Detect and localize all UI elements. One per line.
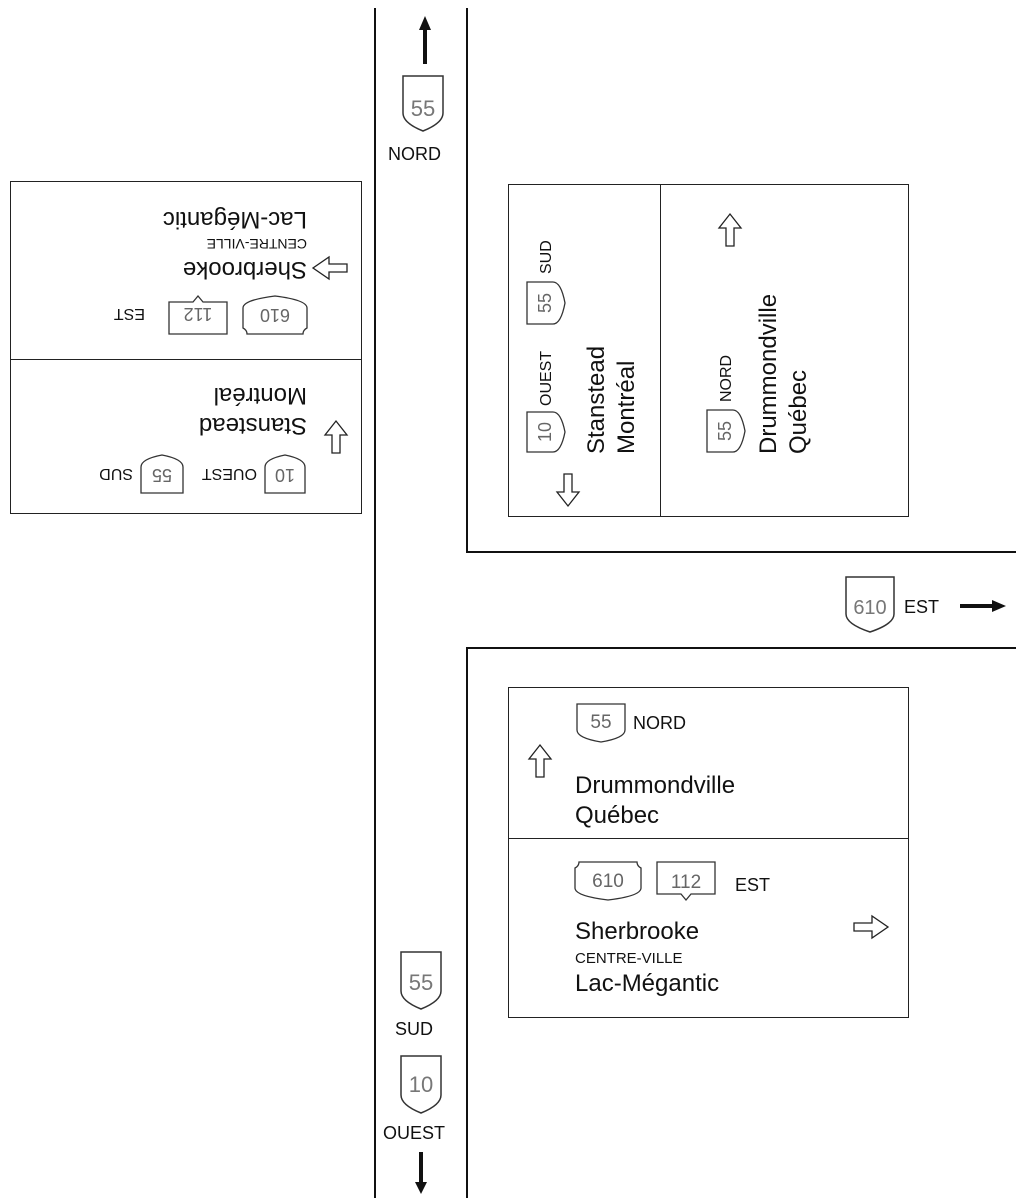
route-610-east-shield-icon xyxy=(845,576,895,633)
destination-centre-ville: CENTRE-VILLE xyxy=(575,950,683,967)
sign-section-stanstead: 10 OUEST 55 SUD Stanstead Montréal xyxy=(509,185,660,518)
road-edge-east-lower xyxy=(466,647,468,1198)
east-arrow-icon xyxy=(960,600,1006,612)
down-arrow-icon xyxy=(323,419,349,454)
route-112-marker-icon xyxy=(656,861,716,902)
route-10-shield-icon xyxy=(264,454,306,494)
south-direction-label-sud: SUD xyxy=(395,1019,434,1039)
route-112-number: 112 xyxy=(670,872,702,893)
route-610-number: 610 xyxy=(592,871,624,892)
destination-quebec: Québec xyxy=(785,369,812,454)
destination-montreal: Montréal xyxy=(613,360,640,454)
route-112-marker-icon xyxy=(168,294,228,335)
destination-drummondville: Drummondville xyxy=(755,293,782,454)
route-direction-est: EST xyxy=(113,305,145,322)
destination-stanstead: Stanstead xyxy=(198,412,307,439)
right-arrow-icon xyxy=(311,255,348,281)
route-10-shield-icon xyxy=(526,411,566,453)
destination-quebec: Québec xyxy=(575,802,660,829)
route-55-shield-icon xyxy=(576,703,626,743)
route-10-number: 10 xyxy=(535,421,555,443)
up-arrow-icon xyxy=(717,212,743,247)
route-55-number: 55 xyxy=(715,420,735,442)
east-route-number: 610 xyxy=(853,597,887,619)
sign-divider xyxy=(11,359,361,360)
road-edge-west xyxy=(374,8,376,1198)
route-610-shield-icon xyxy=(242,295,308,335)
up-arrow-icon xyxy=(527,743,553,778)
route-55-shield-icon xyxy=(140,454,184,494)
guide-sign-right-rotated: 10 OUEST 55 SUD Stanstead Montréal 55 NO… xyxy=(508,184,909,517)
destination-stanstead: Stanstead xyxy=(583,345,610,454)
north-arrow-icon xyxy=(419,16,431,64)
destination-lac-megantic: Lac-Mégantic xyxy=(162,206,307,233)
south-route-10-number: 10 xyxy=(408,1072,434,1097)
down-arrow-icon xyxy=(555,473,581,508)
north-direction-label: NORD xyxy=(388,144,441,164)
south-arrow-icon xyxy=(415,1152,427,1194)
route-112-number: 112 xyxy=(183,304,213,324)
route-55-north-shield-icon xyxy=(402,75,444,132)
route-55-number: 55 xyxy=(590,712,612,733)
route-direction-sud: SUD xyxy=(538,240,555,274)
route-55-shield-icon xyxy=(706,409,746,453)
route-direction-ouest: OUEST xyxy=(538,350,555,406)
road-edge-lower-horizontal xyxy=(466,647,1016,649)
route-55-shield-icon xyxy=(526,281,566,325)
road-edge-upper-horizontal xyxy=(466,551,1016,553)
south-direction-label-ouest: OUEST xyxy=(383,1123,446,1143)
east-direction-label: EST xyxy=(904,597,940,617)
sign-section-drummondville: 55 NORD Drummondville Québec xyxy=(661,185,910,518)
destination-drummondville: Drummondville xyxy=(575,772,736,799)
route-610-number: 610 xyxy=(259,305,291,325)
route-direction-sud: SUD xyxy=(99,465,133,482)
route-direction-ouest: OUEST xyxy=(201,465,257,482)
route-55-number: 55 xyxy=(535,292,555,314)
north-route-number: 55 xyxy=(410,96,436,121)
destination-centre-ville: CENTRE-VILLE xyxy=(206,236,307,252)
route-direction-est: EST xyxy=(735,875,771,895)
destination-sherbrooke: Sherbrooke xyxy=(575,918,700,945)
guide-sign-bottom: 55 NORD Drummondville Québec 610 112 EST… xyxy=(508,687,909,1018)
sign-divider xyxy=(660,185,661,516)
route-10-south-shield-icon xyxy=(400,1055,442,1114)
route-55-number: 55 xyxy=(151,465,173,485)
route-10-number: 10 xyxy=(274,465,296,485)
destination-sherbrooke: Sherbrooke xyxy=(182,256,307,283)
south-route-55-number: 55 xyxy=(408,970,434,995)
guide-sign-left-inverted: 10 OUEST 55 SUD Stanstead Montréal 610 1… xyxy=(10,181,362,514)
route-direction-nord: NORD xyxy=(718,354,735,402)
route-55-south-shield-icon xyxy=(400,951,442,1010)
right-arrow-icon xyxy=(853,914,890,940)
destination-montreal: Montréal xyxy=(213,382,307,409)
road-edge-east-upper xyxy=(466,8,468,552)
destination-lac-megantic: Lac-Mégantic xyxy=(575,970,720,997)
route-610-shield-icon xyxy=(574,861,642,901)
route-direction-nord: NORD xyxy=(633,713,686,733)
sign-divider xyxy=(509,838,908,839)
